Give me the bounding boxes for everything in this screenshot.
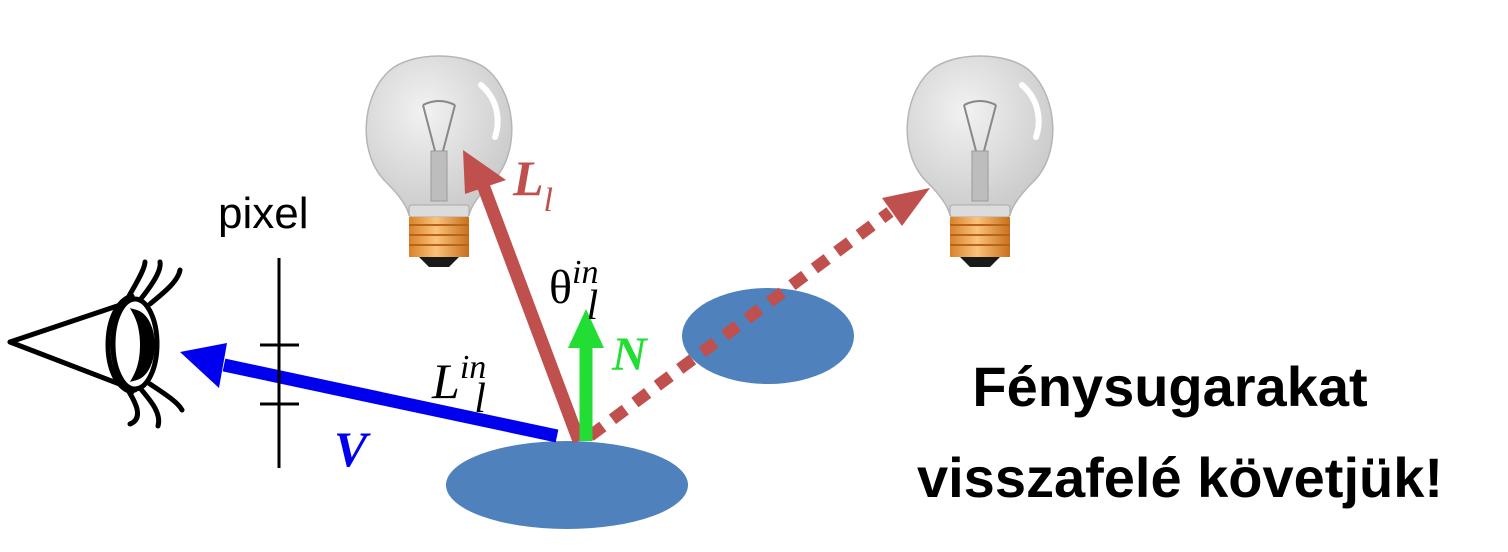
lightbulb-icon xyxy=(365,55,513,267)
eye-icon xyxy=(7,259,185,429)
shadow-ray-arrow xyxy=(586,188,930,441)
normal-label: N xyxy=(611,328,649,381)
pixel-label: pixel xyxy=(218,189,309,238)
light-vector-symbol: L xyxy=(512,150,544,206)
surface-patch-bottom xyxy=(446,441,688,529)
radiance-subscript: l xyxy=(474,376,486,422)
view-vector-label: V xyxy=(334,421,371,477)
light-vector-subscript: l xyxy=(544,182,553,219)
surface-patch-right xyxy=(682,288,854,384)
caption-line-2: visszafelé követjük! xyxy=(917,446,1443,509)
theta-superscript: in xyxy=(572,254,598,291)
view-direction-arrow xyxy=(180,343,559,443)
caption-line-1: Fénysugarakat xyxy=(972,355,1367,418)
theta-subscript: l xyxy=(586,283,598,329)
normal-arrow xyxy=(568,309,604,441)
theta-symbol: θ xyxy=(549,261,572,314)
lightbulb-icon xyxy=(906,55,1054,267)
radiance-superscript: in xyxy=(460,349,486,386)
light-vector-label: Ll xyxy=(512,150,553,219)
light-direction-arrow xyxy=(463,150,586,444)
radiance-symbol: L xyxy=(431,353,460,409)
pixel-marker xyxy=(260,258,299,468)
